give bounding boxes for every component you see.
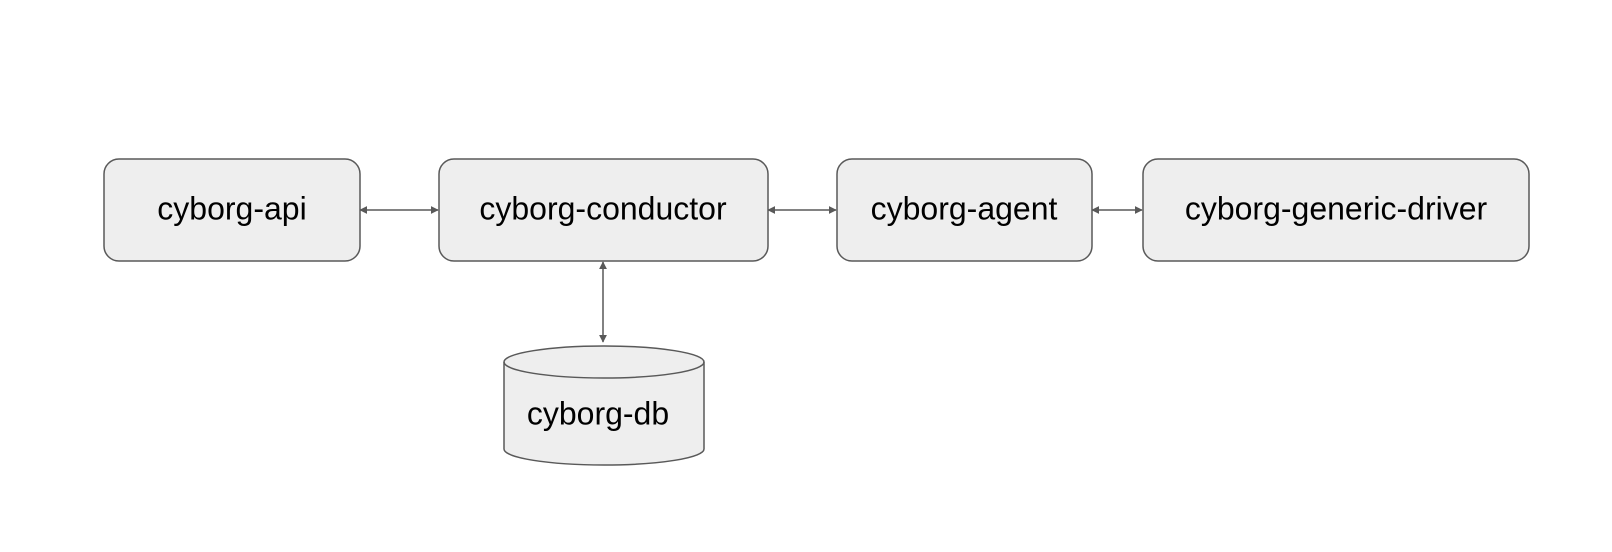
node-cyborg-db: cyborg-db (503, 345, 705, 466)
node-cyborg-agent-label: cyborg-agent (871, 190, 1058, 226)
node-cyborg-agent-box (836, 158, 1093, 262)
node-cyborg-generic-driver: cyborg-generic-driver (1142, 158, 1530, 262)
node-cyborg-generic-driver-label: cyborg-generic-driver (1185, 190, 1488, 226)
node-cyborg-api: cyborg-api (103, 158, 361, 262)
node-cyborg-generic-driver-box (1142, 158, 1530, 262)
node-cyborg-conductor: cyborg-conductor (438, 158, 769, 262)
node-cyborg-agent: cyborg-agent (836, 158, 1093, 262)
node-cyborg-conductor-box (438, 158, 769, 262)
node-cyborg-conductor-label: cyborg-conductor (479, 190, 727, 226)
node-cyborg-api-label: cyborg-api (157, 190, 306, 226)
node-cyborg-db-cylinder-top (503, 361, 705, 379)
node-cyborg-db-label: cyborg-db (527, 395, 669, 431)
node-cyborg-api-box (103, 158, 361, 262)
